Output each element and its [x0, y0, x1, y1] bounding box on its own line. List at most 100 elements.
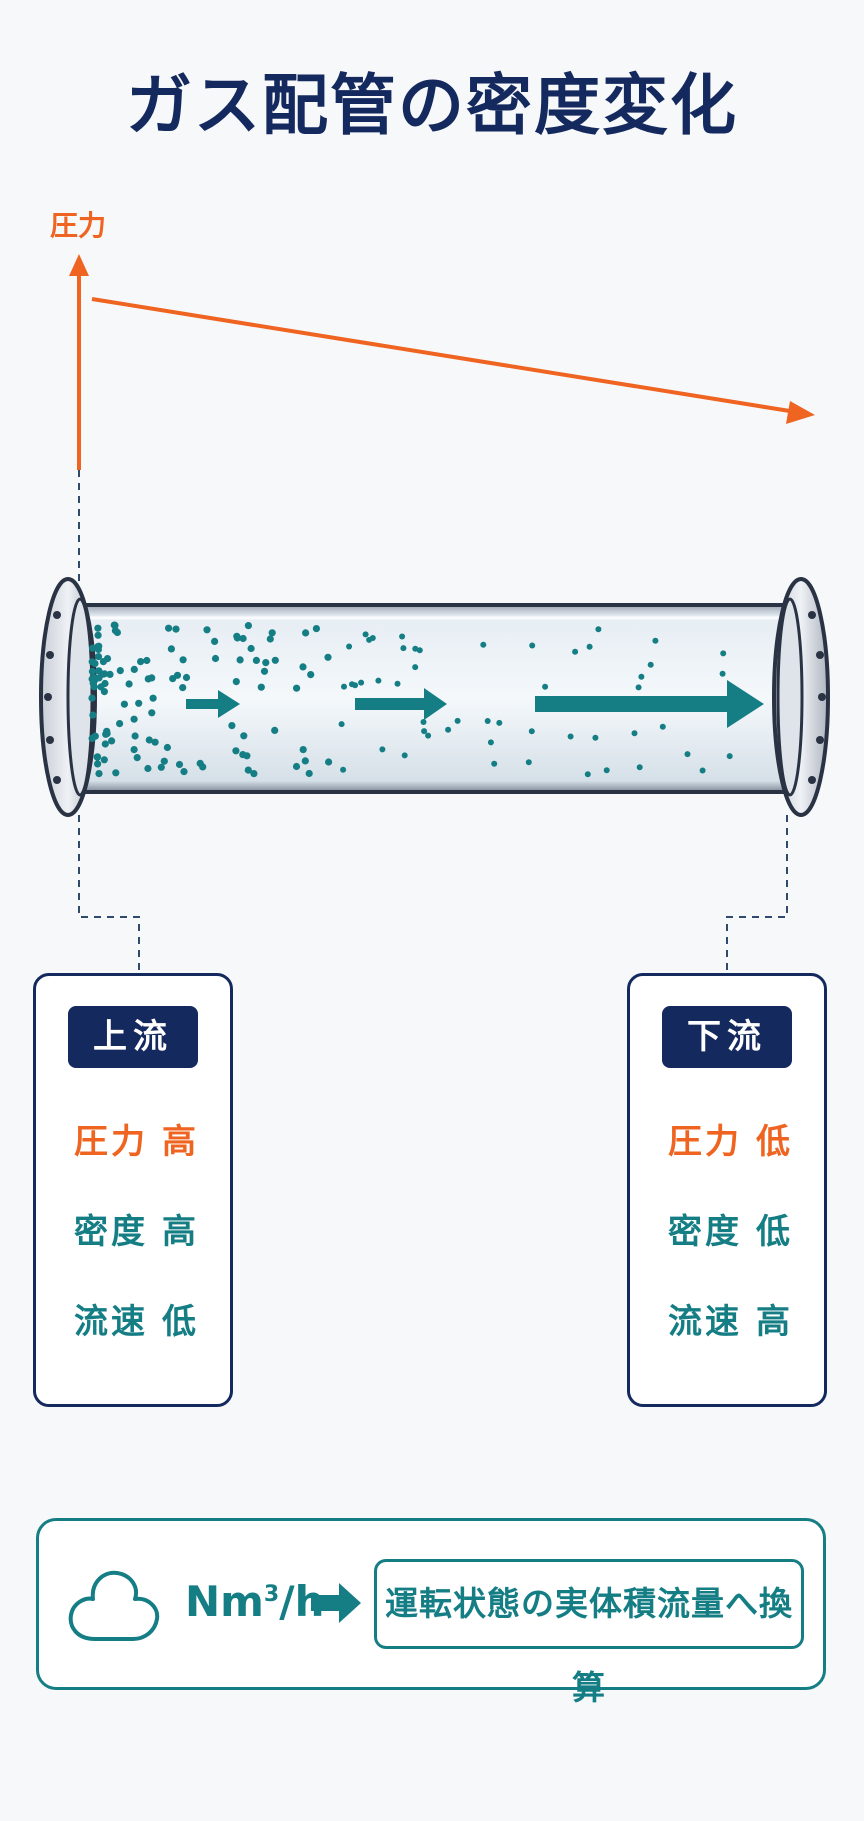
gas-particle: [584, 771, 591, 778]
gas-particle: [99, 670, 107, 678]
gas-particle: [379, 746, 386, 753]
gas-particle: [91, 659, 99, 668]
downstream-density-row: 密度低: [668, 1212, 793, 1252]
gas-particle: [299, 746, 307, 754]
gas-particle: [401, 752, 408, 759]
downstream-velocity-row: 流速高: [668, 1302, 793, 1342]
gas-particle: [720, 650, 727, 657]
gas-particle: [247, 644, 255, 653]
upstream-pressure-row: 圧力高: [74, 1122, 199, 1162]
gas-particle: [638, 673, 645, 680]
gas-particle: [116, 667, 124, 675]
gas-particle: [149, 694, 157, 702]
gas-particle: [420, 719, 427, 725]
gas-particle: [111, 627, 119, 635]
downstream-tag: 下流: [662, 1006, 792, 1068]
gas-particle: [487, 739, 494, 746]
gas-particle: [250, 770, 258, 778]
gas-particle: [167, 645, 175, 653]
gas-particle: [699, 767, 706, 774]
flow-arrow-fast: [535, 680, 764, 728]
upstream-connector: [78, 815, 140, 970]
downstream-pressure-row: 圧力低: [668, 1122, 793, 1162]
pressure-axis-label: 圧力: [50, 209, 107, 242]
gas-particle: [94, 760, 102, 768]
gas-particle: [412, 664, 419, 671]
gas-particle: [203, 626, 211, 634]
gas-particle: [233, 634, 241, 642]
gas-particle: [179, 684, 187, 692]
gas-particle: [325, 758, 333, 766]
gas-particle: [228, 722, 236, 730]
gas-particle: [151, 738, 159, 746]
gas-particle: [305, 769, 313, 778]
gas-particle: [148, 674, 156, 682]
flow-arrow-slow: [186, 690, 240, 718]
gas-particle: [260, 667, 269, 675]
gas-particle: [145, 736, 153, 744]
gas-particle: [93, 753, 101, 761]
gas-particle: [160, 757, 168, 765]
gas-particle: [484, 718, 491, 724]
gas-particle: [116, 720, 124, 728]
gas-particle: [659, 723, 666, 730]
gas-particle: [528, 728, 535, 735]
unit-text: Nm3/h: [185, 1577, 325, 1626]
gas-particle: [262, 659, 270, 667]
gas-particle: [603, 767, 610, 774]
gas-particle: [647, 661, 654, 668]
gas-particle: [421, 728, 428, 735]
gas-particle: [445, 726, 452, 733]
gas-particle: [400, 645, 407, 652]
gas-particle: [120, 700, 128, 708]
upstream-velocity-row: 流速低: [74, 1302, 199, 1342]
gas-particle: [106, 670, 114, 679]
gas-particle: [346, 643, 353, 650]
gas-particle: [108, 737, 116, 745]
cloud-icon: [68, 1570, 160, 1641]
gas-particle: [165, 624, 173, 632]
gas-particle: [375, 677, 382, 684]
gas-particle: [399, 633, 406, 640]
gas-particle: [94, 631, 102, 639]
gas-particle: [529, 642, 536, 649]
gas-particle: [244, 766, 252, 774]
gas-particle: [268, 629, 276, 637]
gas-particle: [491, 760, 498, 767]
gas-particle: [103, 727, 111, 735]
gas-particle: [635, 684, 642, 691]
gas-particle: [302, 629, 310, 637]
arrow-right-icon: [311, 1583, 361, 1623]
gas-particle: [293, 684, 301, 692]
downstream-connector: [726, 815, 788, 970]
gas-particle: [572, 648, 579, 655]
gas-particle: [112, 769, 120, 777]
left-flange: [39, 577, 97, 817]
gas-particle: [135, 699, 143, 707]
gas-particle: [125, 680, 133, 688]
gas-particle: [496, 719, 503, 726]
gas-particle: [425, 732, 432, 739]
gas-particle: [232, 678, 240, 686]
right-flange: [772, 577, 830, 817]
gas-particle: [299, 663, 307, 671]
gas-particle: [252, 656, 260, 665]
upstream-density-row: 密度高: [74, 1212, 199, 1252]
gas-particle: [271, 656, 279, 664]
gas-particle: [340, 766, 347, 773]
gas-particle: [586, 643, 593, 650]
gas-particle: [236, 656, 244, 664]
gas-particle: [595, 626, 602, 633]
gas-particle: [180, 768, 188, 776]
gas-particle: [394, 680, 401, 687]
gas-particle: [652, 637, 659, 644]
gas-particle: [257, 683, 265, 691]
downstream-card: 下流 圧力低 密度低 流速高: [627, 973, 827, 1407]
gas-particle: [301, 757, 309, 765]
gas-particle: [137, 658, 145, 666]
gas-particle: [542, 683, 549, 690]
gas-particle: [416, 647, 423, 654]
gas-particle: [88, 667, 96, 676]
gas-particle: [89, 679, 97, 687]
gas-particles: [88, 621, 733, 778]
